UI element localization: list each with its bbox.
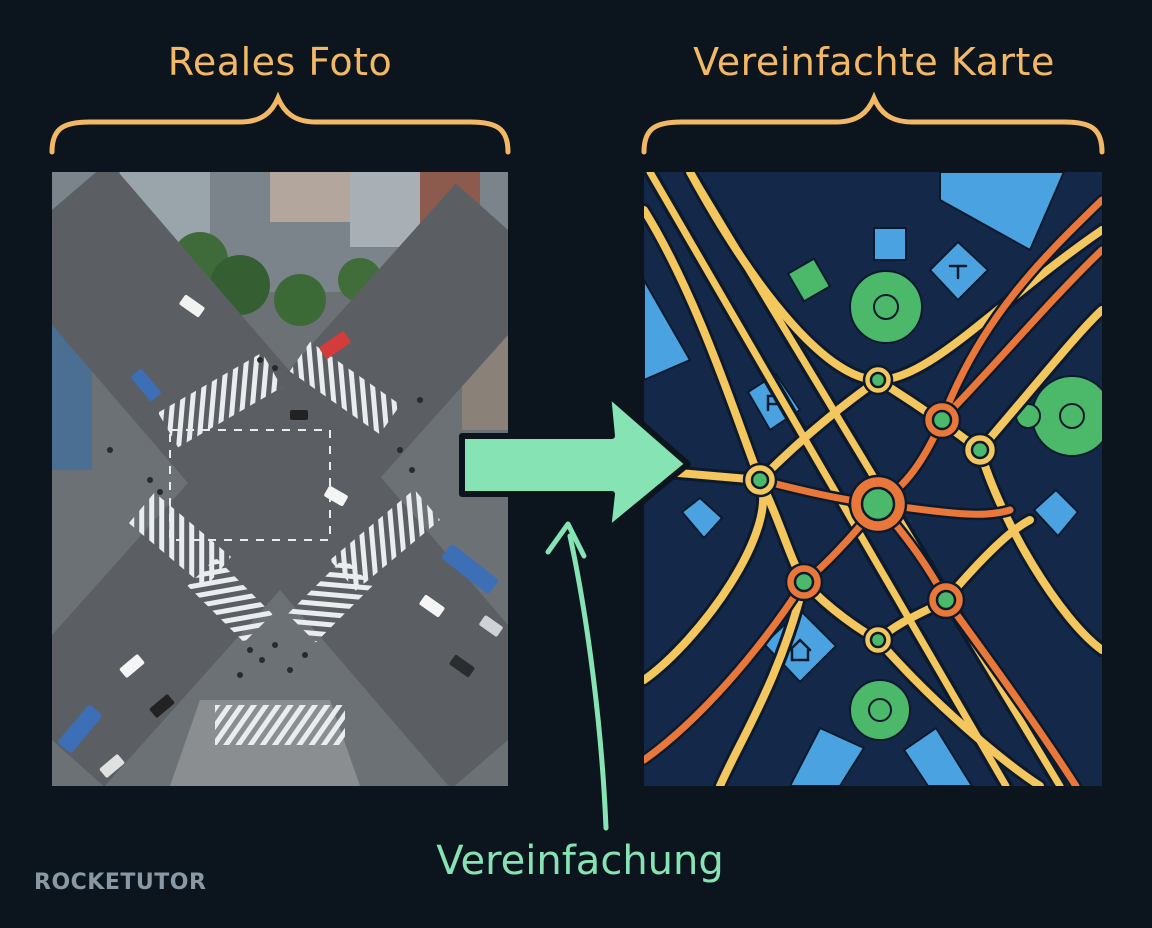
photo-brace: [49, 91, 511, 155]
map-building: [939, 172, 1066, 252]
map-title: Vereinfachte Karte: [693, 40, 1055, 84]
map-building: [644, 277, 692, 382]
map-park: [849, 679, 911, 741]
map-building: [902, 726, 974, 786]
map-node: [922, 400, 962, 440]
brand-logo: ROCKETUTOR: [34, 870, 207, 895]
map-node: [742, 462, 778, 498]
map-road: [874, 636, 1044, 786]
map-road: [716, 578, 808, 786]
house-icon: [788, 638, 812, 662]
map-avenue: [646, 172, 1010, 786]
map-node: [926, 580, 966, 620]
map-brace: [641, 91, 1105, 155]
map-building: [680, 496, 724, 540]
simplification-label: Vereinfachung: [436, 838, 724, 884]
transform-arrow: [459, 391, 691, 533]
map-node: [784, 562, 824, 602]
real-photo: [52, 172, 508, 786]
map-orange-road: [644, 500, 882, 764]
map-park: [786, 257, 832, 303]
simplified-map: [644, 172, 1102, 786]
map-node-central: [848, 474, 908, 534]
map-building: [873, 227, 907, 261]
map-park: [849, 270, 923, 344]
photo-title: Reales Foto: [167, 40, 393, 84]
map-road: [976, 306, 1102, 454]
building-glyph-icon: [948, 264, 968, 280]
map-park: [1031, 375, 1102, 457]
map-orange-road: [938, 246, 1102, 424]
map-node: [862, 364, 894, 396]
map-node: [962, 432, 998, 468]
map-node: [862, 624, 894, 656]
map-orange-road: [874, 500, 1080, 786]
map-road: [976, 446, 1102, 654]
label-pointer: [567, 533, 609, 831]
label-pointer-head: [545, 521, 587, 559]
map-orange-road: [874, 196, 1102, 508]
map-building: [788, 726, 866, 786]
map-building: [1032, 488, 1080, 538]
